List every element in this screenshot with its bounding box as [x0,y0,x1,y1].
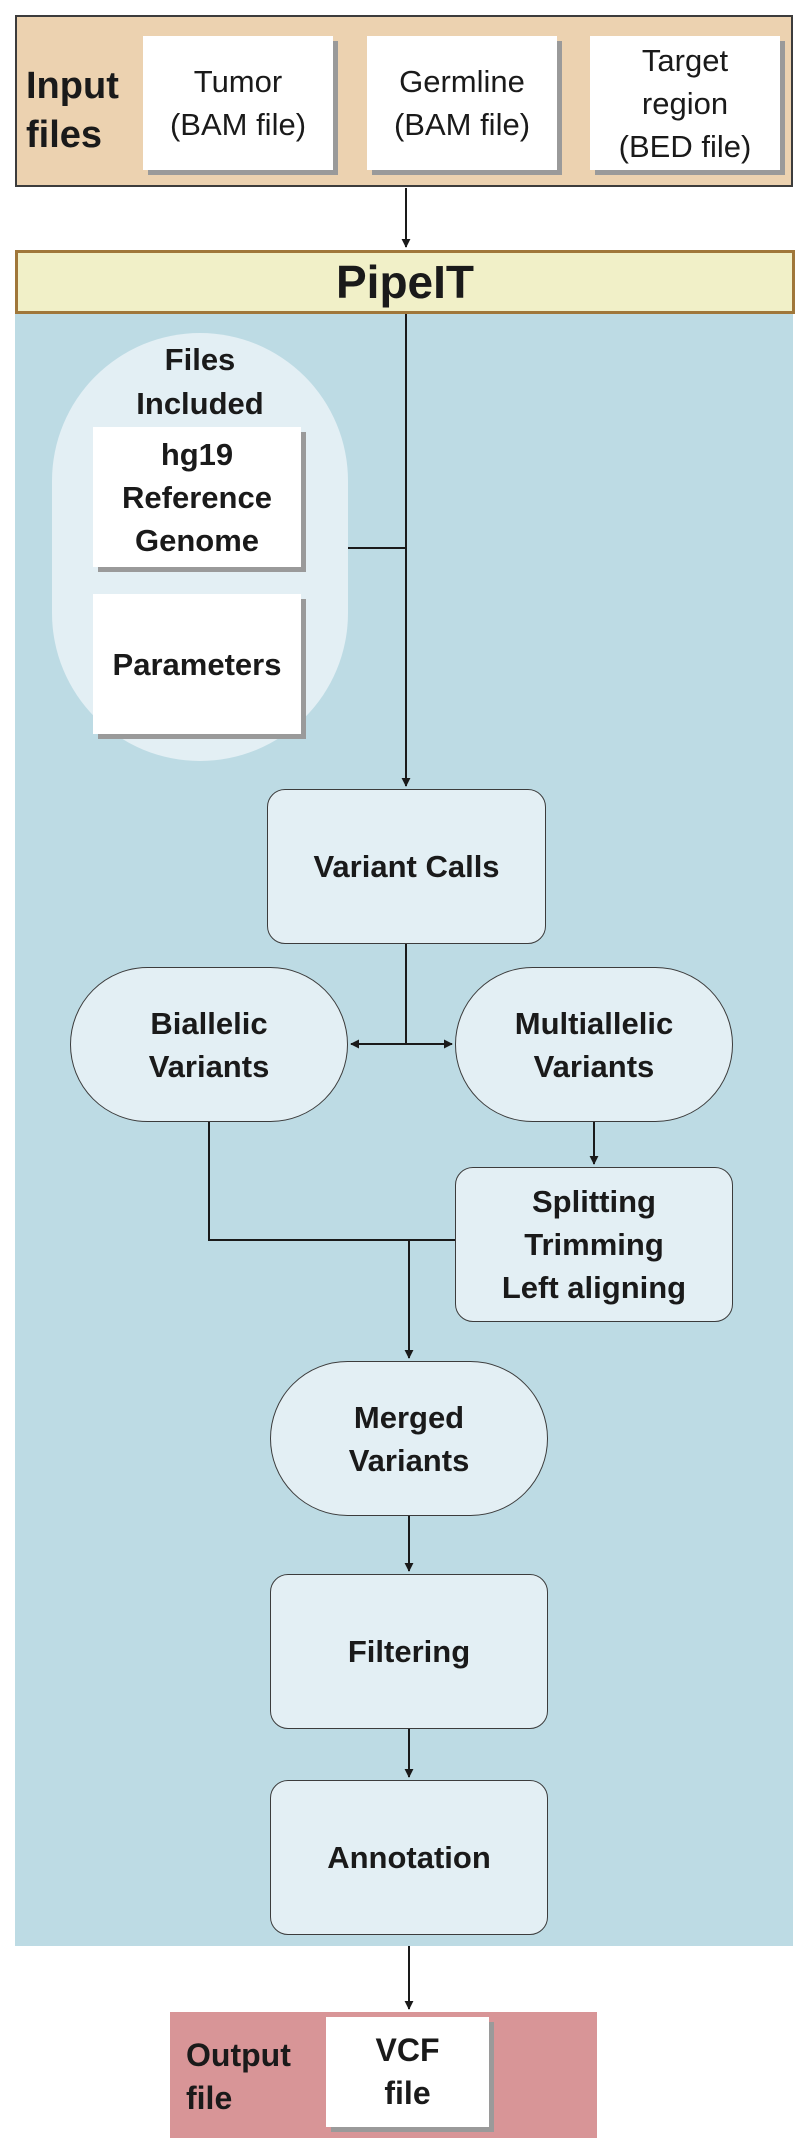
input-files-label: Input files [26,65,119,156]
target-region-bed-file-box: Target region (BED file) [590,36,780,170]
biallelic-line2: Variants [148,1048,270,1084]
reference-genome-line3: Genome [134,522,259,558]
merged-line2: Variants [348,1442,470,1478]
output-label-line2: file [186,2080,233,2116]
target-file-line1: Target [641,42,729,78]
output-label-line1: Output [186,2037,291,2073]
output-file-label: Output file [186,2034,316,2120]
parameters-box: Parameters [93,594,301,734]
variant-calls-label: Variant Calls [313,849,500,884]
merged-line1: Merged [353,1399,465,1435]
annotation-label: Annotation [327,1840,491,1875]
germline-file-line1: Germline [399,64,525,99]
files-included-title-line2: Included [136,386,264,421]
target-file-line3: (BED file) [618,128,752,164]
germline-file-line2: (BAM file) [393,107,531,142]
merged-variants-step: Merged Variants [270,1361,548,1516]
filtering-label: Filtering [347,1634,471,1669]
vcf-line1: VCF [375,2032,440,2068]
pipeit-title-bar: PipeIT [15,250,795,314]
vcf-file-box: VCF file [326,2017,489,2127]
filtering-step: Filtering [270,1574,548,1729]
germline-bam-file-box: Germline (BAM file) [367,36,557,170]
multiallelic-variants-step: Multiallelic Variants [455,967,733,1122]
target-file-line2: region [641,85,729,121]
splitting-line3: Left aligning [501,1270,687,1305]
reference-genome-line1: hg19 [160,436,234,472]
tumor-file-line2: (BAM file) [169,107,307,142]
vcf-line2: file [384,2075,431,2111]
reference-genome-box: hg19 Reference Genome [93,427,301,567]
biallelic-line1: Biallelic [150,1005,268,1041]
splitting-trimming-step: Splitting Trimming Left aligning [455,1167,733,1322]
files-included-title-line1: Files [164,342,236,377]
tumor-file-line1: Tumor [193,64,283,99]
biallelic-to-merge-line [208,1122,455,1241]
splitting-line2: Trimming [524,1227,664,1262]
files-included-title: Files Included [52,338,348,426]
parameters-label: Parameters [112,646,282,682]
tumor-bam-file-box: Tumor (BAM file) [143,36,333,170]
multiallelic-line1: Multiallelic [514,1005,674,1041]
biallelic-variants-step: Biallelic Variants [70,967,348,1122]
variant-calls-step: Variant Calls [267,789,546,944]
pipeit-title: PipeIT [335,256,475,308]
splitting-line1: Splitting [532,1184,656,1219]
multiallelic-line2: Variants [533,1048,655,1084]
reference-genome-line2: Reference [122,479,272,515]
annotation-step: Annotation [270,1780,548,1935]
